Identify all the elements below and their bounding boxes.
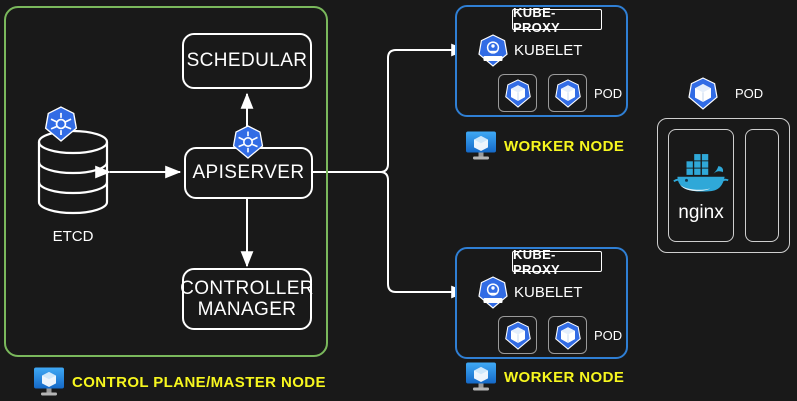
pod-box-2-2[interactable] bbox=[548, 316, 587, 354]
worker-node-1-caption: WORKER NODE bbox=[504, 138, 625, 155]
container-empty[interactable] bbox=[745, 129, 779, 242]
kube-proxy-label: KUBE-PROXY bbox=[513, 246, 561, 277]
pod-container-icon bbox=[688, 77, 718, 110]
monitor-icon bbox=[466, 362, 496, 391]
docker-whale-icon bbox=[673, 153, 729, 192]
kubernetes-icon bbox=[232, 125, 264, 159]
controller-manager-line1: CONTROLLER bbox=[180, 277, 314, 299]
detail-pod-box bbox=[657, 118, 790, 253]
pod-container-icon bbox=[554, 320, 581, 350]
kubernetes-icon bbox=[44, 106, 78, 142]
container-nginx[interactable]: nginx bbox=[668, 129, 734, 242]
apiserver-label: APISERVER bbox=[192, 162, 305, 184]
kubelet-icon bbox=[478, 34, 508, 67]
pod-label-2: POD bbox=[594, 328, 623, 343]
pod-container-icon bbox=[554, 78, 581, 108]
schedular-box[interactable]: SCHEDULAR bbox=[182, 33, 312, 89]
nginx-image-label: nginx bbox=[678, 201, 724, 223]
kube-proxy-box-1[interactable]: KUBE-PROXY bbox=[512, 5, 602, 35]
pod-box-2-1[interactable] bbox=[498, 316, 537, 354]
pod-label-1: POD bbox=[594, 86, 623, 101]
kubelet-icon bbox=[478, 276, 508, 309]
monitor-icon bbox=[466, 131, 496, 160]
control-plane-caption: CONTROL PLANE/MASTER NODE bbox=[72, 374, 326, 391]
controller-manager-line2: MANAGER bbox=[197, 299, 297, 320]
control-plane-frame bbox=[4, 6, 328, 357]
schedular-label: SCHEDULAR bbox=[186, 50, 308, 72]
kube-proxy-box-2[interactable]: KUBE-PROXY bbox=[512, 247, 602, 277]
pod-box-1-2[interactable] bbox=[548, 74, 587, 112]
pod-box-1-1[interactable] bbox=[498, 74, 537, 112]
kubelet-label-2: KUBELET bbox=[514, 284, 583, 301]
kubelet-label-1: KUBELET bbox=[514, 42, 583, 59]
controller-manager-box[interactable]: CONTROLLER MANAGER bbox=[180, 268, 314, 330]
pod-container-icon bbox=[504, 78, 531, 108]
kube-proxy-label: KUBE-PROXY bbox=[513, 4, 561, 35]
pod-container-icon bbox=[504, 320, 531, 350]
monitor-icon bbox=[34, 367, 64, 396]
detail-pod-label: POD bbox=[735, 86, 764, 101]
worker-node-2-caption: WORKER NODE bbox=[504, 369, 625, 386]
etcd-label: ETCD bbox=[52, 228, 94, 245]
